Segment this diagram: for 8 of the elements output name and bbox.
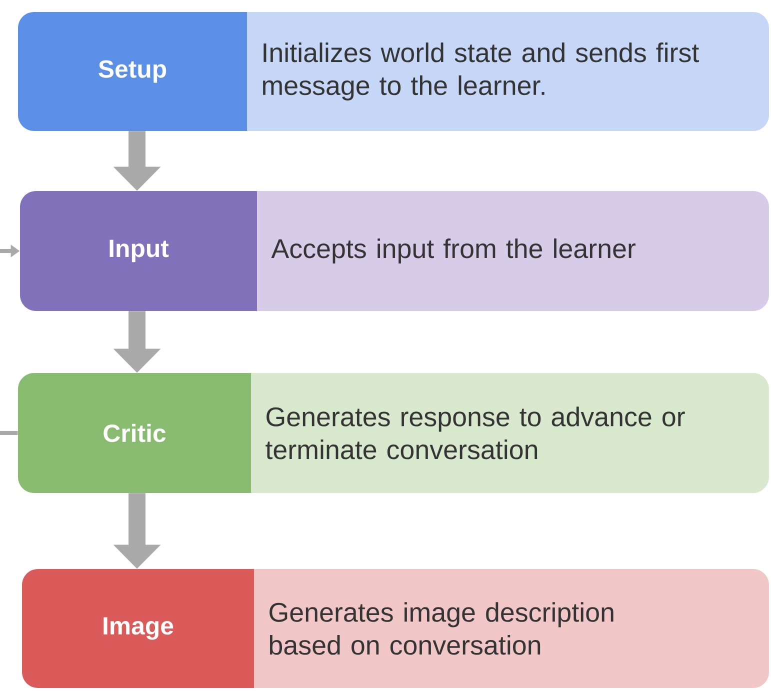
description-box: Generates image description based on conversation (254, 568, 769, 688)
description-box: Generates response to advance or terminate conversation (251, 372, 769, 493)
description-box: Initializes world state and sends first message to the learner. (247, 12, 769, 131)
step-box: Image (22, 568, 254, 688)
step-box: Setup (18, 12, 247, 131)
step-box: Critic (18, 372, 251, 493)
description-box: Accepts input from the learner (257, 190, 769, 311)
step-box: Input (20, 190, 257, 311)
